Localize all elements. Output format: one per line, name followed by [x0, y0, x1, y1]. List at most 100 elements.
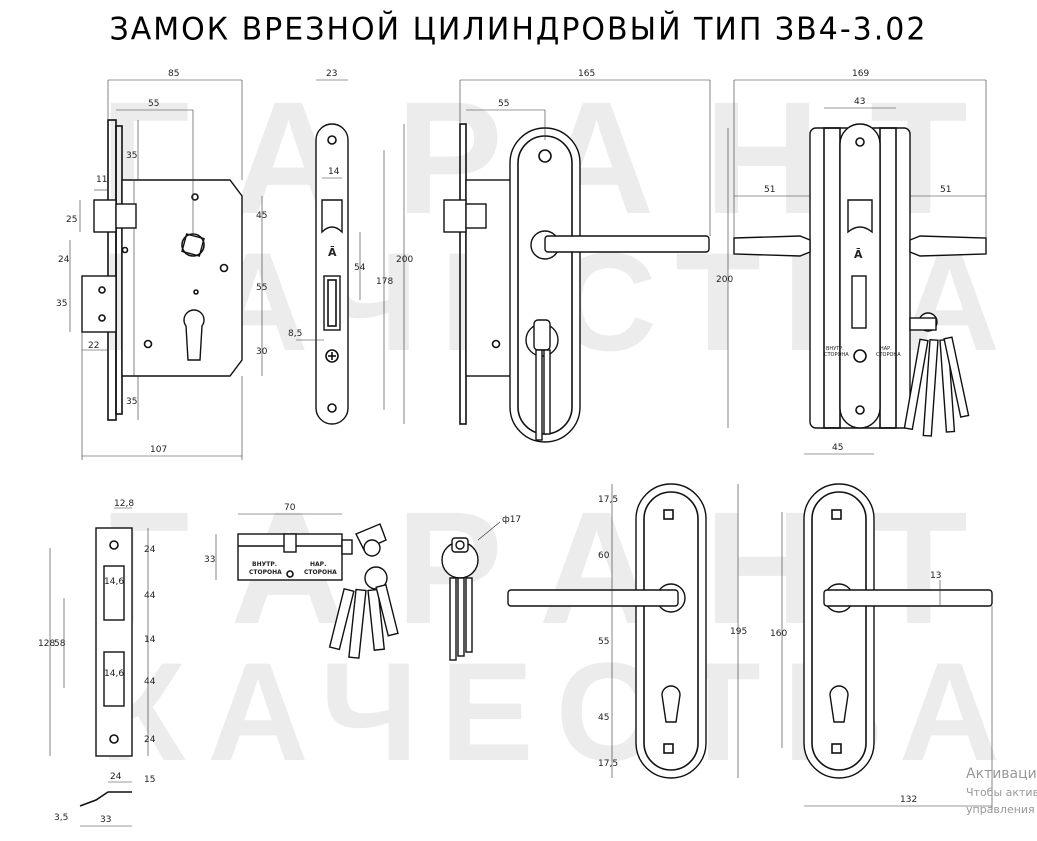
- handle-keyhole-right: [829, 685, 849, 723]
- dim-35-top: 35: [126, 151, 137, 161]
- svg-text:Ā: Ā: [854, 248, 863, 261]
- dim-24: 24: [58, 255, 70, 265]
- dim-55-handle: 55: [598, 637, 609, 647]
- dim-60: 60: [598, 551, 610, 561]
- dim-11: 11: [96, 175, 107, 185]
- dim-169: 169: [852, 69, 869, 79]
- dim-14-6-b: 14,6: [104, 669, 124, 679]
- dim-14-strike: 14: [144, 635, 156, 645]
- dim-30: 30: [256, 347, 268, 357]
- latch-bolt: [93, 199, 117, 233]
- dim-22: 22: [88, 341, 99, 351]
- handle-backplate-right: [803, 483, 875, 779]
- dim-24-b: 24: [144, 735, 156, 745]
- strike-slot-top: [103, 565, 125, 621]
- dim-58: 58: [54, 639, 66, 649]
- dim-132: 132: [900, 795, 917, 805]
- spindle-hole: [181, 233, 205, 257]
- svg-text:Ā: Ā: [328, 246, 337, 259]
- activation-line-1: Активация Windows: [966, 766, 1037, 782]
- dim-8-5: 8,5: [288, 329, 302, 339]
- cylinder-view: ВНУТР. СТОРОНА НАР. СТОРОНА 70 33: [204, 503, 399, 659]
- side-view: 165 55: [443, 69, 711, 443]
- dim-160: 160: [770, 629, 787, 639]
- dim-51-left: 51: [764, 185, 775, 195]
- handle-right-view: 45 13 160 132: [770, 443, 993, 810]
- dim-70: 70: [284, 503, 296, 513]
- dim-128: 128: [38, 639, 55, 649]
- handle-keyhole-left: [661, 685, 681, 723]
- assembly-outer-label-2: СТОРОНА: [876, 352, 901, 358]
- dim-12-8: 12,8: [114, 499, 134, 509]
- dim-55-side: 55: [498, 99, 509, 109]
- dim-24-a: 24: [144, 545, 156, 555]
- cyl-outer-label-2: СТОРОНА: [304, 569, 337, 576]
- handle-left-view: 17,5 60 55 45 17,5 195: [507, 483, 747, 779]
- drawing-title: ЗАМОК ВРЕЗНОЙ ЦИЛИНДРОВЫЙ ТИП ЗВ4-3.02: [109, 11, 928, 48]
- assembly-view: Ā ВНУТР. СТОРОНА НАР. СТОРОНА 169 43 51 …: [716, 69, 987, 437]
- dim-35-bottom: 35: [126, 397, 137, 407]
- strike-slot-bottom: [103, 651, 125, 707]
- dim-178: 178: [376, 277, 393, 287]
- dim-54: 54: [354, 263, 366, 273]
- assembly-lever-left: [733, 235, 811, 257]
- dim-200-assembly: 200: [716, 275, 733, 285]
- dim-35-bolt: 35: [56, 299, 67, 309]
- lock-case: [121, 179, 243, 377]
- dim-44-b: 44: [144, 677, 156, 687]
- strike-plate: [95, 527, 133, 757]
- dim-51-right: 51: [940, 185, 951, 195]
- dim-55-h: 55: [256, 283, 267, 293]
- dim-107: 107: [150, 445, 167, 455]
- activation-line-2: Чтобы активировать Windows, перейдите в …: [966, 786, 1037, 799]
- lock-face-inner: [115, 125, 123, 415]
- assembly-keys: [903, 312, 970, 437]
- dim-43: 43: [854, 97, 865, 107]
- assembly-lever-right: [909, 235, 987, 257]
- assembly-outer-label-1: НАР.: [880, 346, 892, 352]
- side-lever: [544, 235, 710, 253]
- activation-watermark: Активация Windows Чтобы активировать Win…: [966, 766, 1037, 816]
- dim-55: 55: [148, 99, 159, 109]
- cyl-inner-label-1: ВНУТР.: [252, 561, 277, 568]
- dead-bolt: [81, 275, 117, 333]
- lock-body-view: 85 55 35 11 25 24 35 22 35 107 45 55 30: [56, 69, 268, 460]
- strike-plate-view: 12,8 24 14,6 44 14 44 14,6 24 128 58 24 …: [38, 499, 156, 827]
- dim-25: 25: [66, 215, 77, 225]
- faceplate: [315, 123, 349, 425]
- side-face: [459, 123, 467, 425]
- dim-14-6-a: 14,6: [104, 577, 124, 587]
- dim-45: 45: [256, 211, 267, 221]
- bolt-slot: [323, 275, 341, 331]
- dim-14: 14: [328, 167, 340, 177]
- dim-17-5-a: 17,5: [598, 495, 618, 505]
- cylinder-hole: [183, 309, 205, 361]
- latch-slot: [321, 199, 343, 234]
- dim-13: 13: [930, 571, 941, 581]
- dim-33: 33: [100, 815, 111, 825]
- handle-backplate-left: [635, 483, 707, 779]
- activation-line-3: управления: [966, 803, 1035, 816]
- cyl-inner-label-2: СТОРОНА: [249, 569, 282, 576]
- dim-17-5-b: 17,5: [598, 759, 618, 769]
- dim-15: 15: [144, 775, 155, 785]
- handle-lever-left: [507, 589, 679, 607]
- dim-165: 165: [578, 69, 595, 79]
- dim-85: 85: [168, 69, 179, 79]
- dim-195: 195: [730, 627, 747, 637]
- assembly-inner-label-1: ВНУТР.: [826, 346, 844, 352]
- dim-phi17: ф17: [502, 515, 521, 525]
- lock-faceplate-edge: [107, 119, 117, 421]
- cyl-outer-label-1: НАР.: [310, 561, 326, 568]
- dim-45-width: 45: [832, 443, 843, 453]
- dim-44-a: 44: [144, 591, 156, 601]
- handle-lever-right: [823, 589, 993, 607]
- assembly-inner-label-2: СТОРОНА: [824, 352, 849, 358]
- strike-profile: [79, 791, 132, 807]
- dim-33-cyl: 33: [204, 555, 215, 565]
- faceplate-view: Ā 23 14 54 178 200 8,5: [288, 69, 413, 425]
- dim-3-5: 3,5: [54, 813, 68, 823]
- key-view: ф17: [441, 515, 521, 661]
- dim-24-c: 24: [110, 772, 122, 782]
